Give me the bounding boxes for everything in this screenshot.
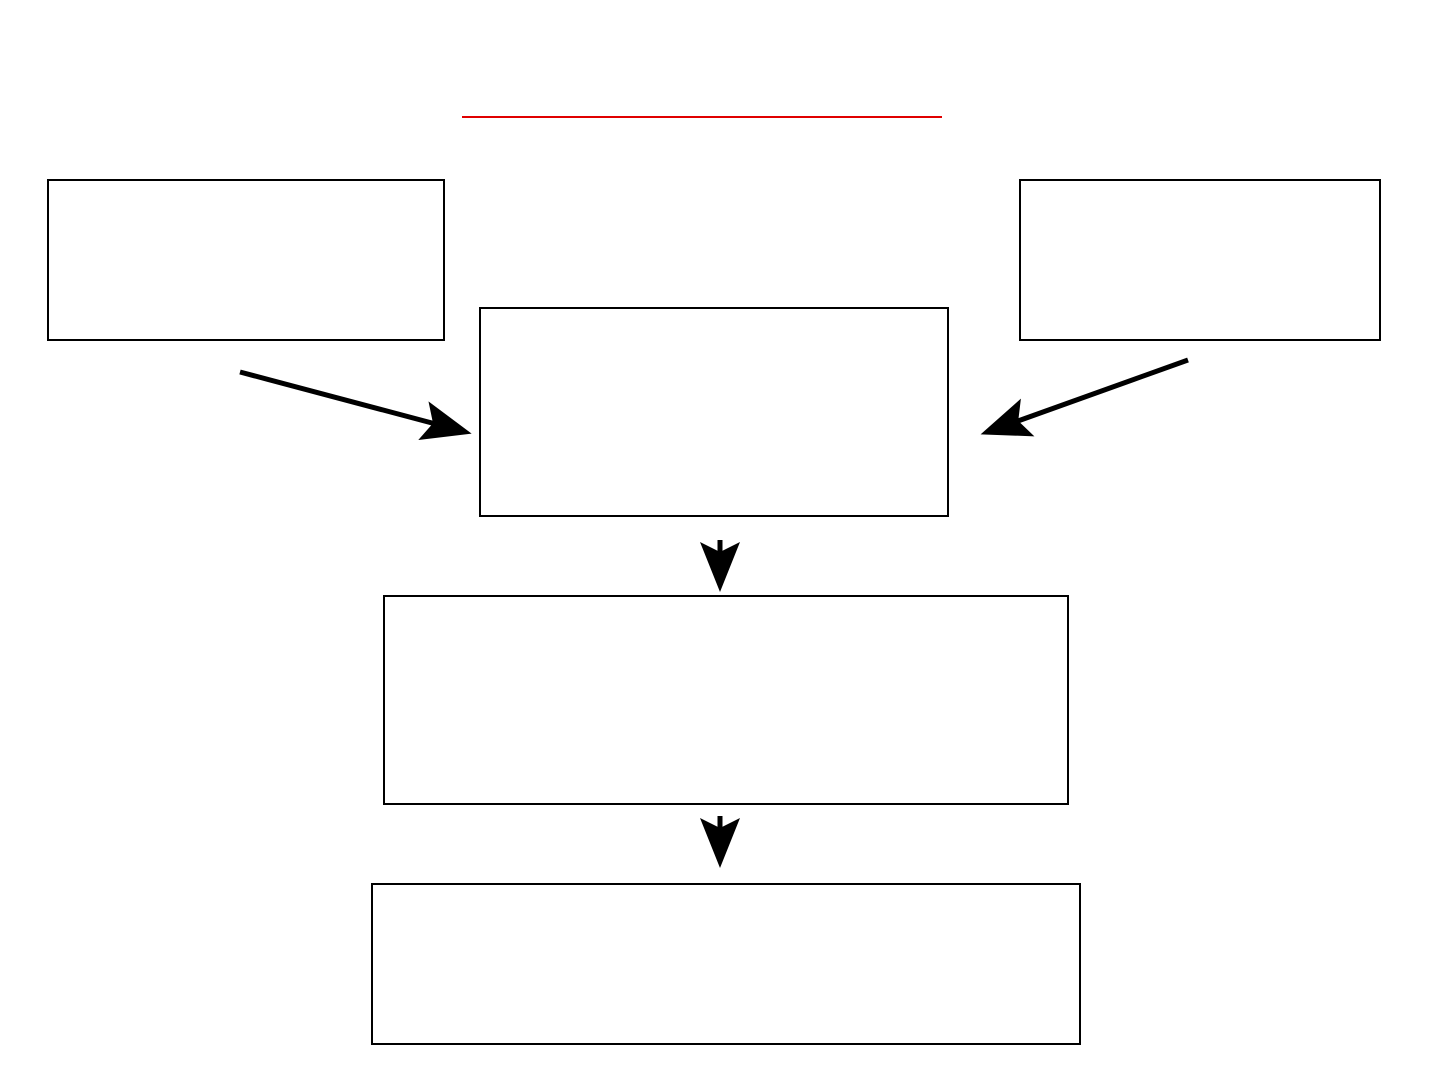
arrow-top-left-to-center [239, 369, 472, 441]
box-center [479, 307, 949, 517]
box-middle [383, 595, 1069, 805]
box-bottom [371, 883, 1081, 1045]
title-underline [462, 116, 942, 118]
box-top-right [1019, 179, 1381, 341]
box-top-left [47, 179, 445, 341]
arrow-top-right-to-center [980, 357, 1189, 437]
